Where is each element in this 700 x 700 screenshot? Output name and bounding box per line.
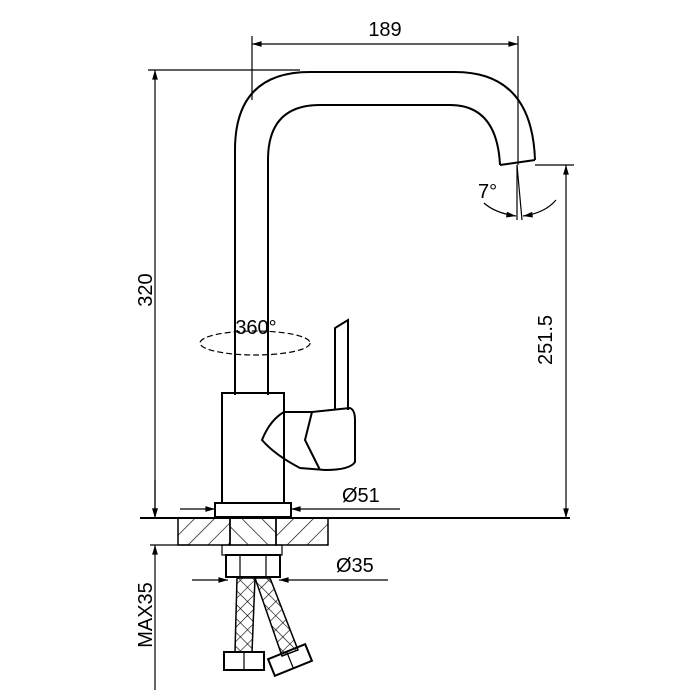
dimension-base-diameter: Ø51	[180, 485, 400, 512]
shank-diameter-label: Ø35	[336, 555, 374, 577]
dimension-max-counter-thickness: MAX35	[135, 480, 158, 690]
faucet-handle	[260, 318, 356, 472]
dimension-shank-diameter: Ø35	[192, 555, 388, 583]
rotation-indicator: 360°	[199, 317, 311, 356]
countertop-section	[140, 517, 570, 578]
dimension-spout-reach: 189	[251, 19, 519, 165]
dimension-total-height: 320	[135, 69, 300, 518]
faucet-spout	[234, 71, 536, 395]
total-height-label: 320	[135, 273, 157, 306]
max-counter-thickness-label: MAX35	[135, 582, 157, 648]
dimension-spout-angle: 7°	[478, 164, 557, 221]
spout-angle-label: 7°	[478, 181, 497, 203]
rotation-label: 360°	[235, 317, 276, 339]
base-diameter-label: Ø51	[342, 485, 380, 507]
supply-hoses	[223, 577, 314, 678]
spout-height-label: 251.5	[535, 315, 557, 365]
spout-reach-label: 189	[368, 19, 401, 41]
dimension-spout-height: 251.5	[535, 164, 574, 518]
